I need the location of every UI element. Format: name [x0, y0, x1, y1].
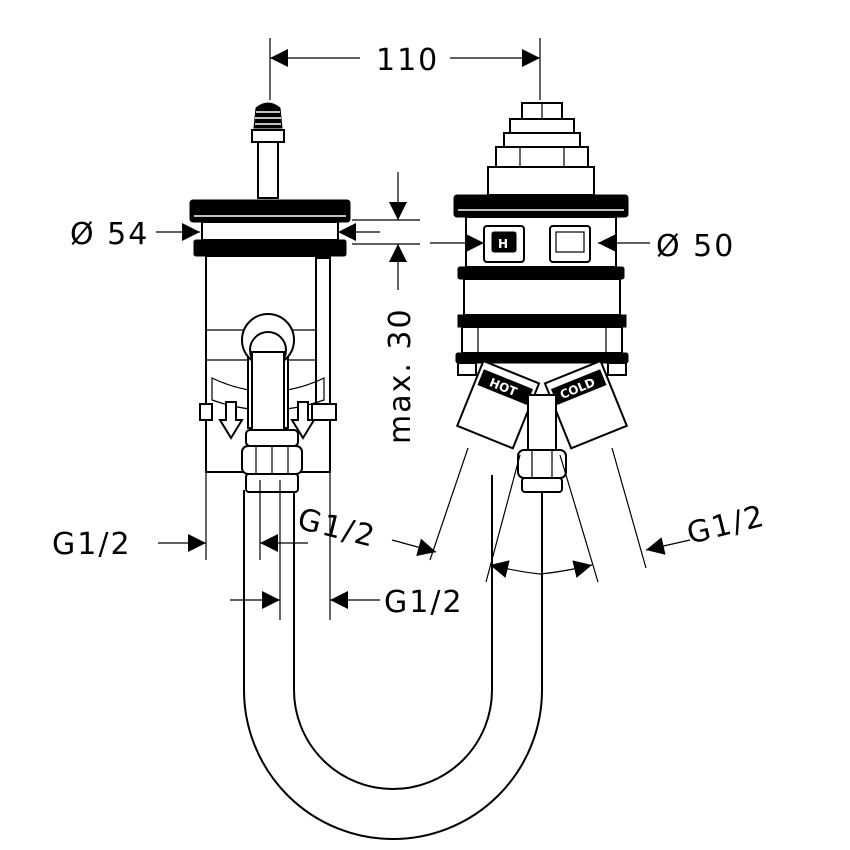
thread-label-outer-left: G1/2 [52, 527, 132, 562]
dimension-lines [156, 38, 691, 620]
dimension-diameter-54: Ø 54 [70, 217, 149, 252]
thread-label-left-outlet: G1/2 [384, 585, 464, 620]
thread-label-inner-left: G1/2 [294, 502, 380, 555]
left-valve-body [189, 102, 351, 493]
hot-mark-label: H [498, 237, 508, 251]
right-valve-body: H HOT COLD [453, 102, 629, 493]
flexible-hose [243, 475, 543, 840]
dimension-max-30: max. 30 [383, 307, 418, 444]
dimension-diameter-50: Ø 50 [656, 229, 735, 264]
dimension-110: 110 [376, 43, 439, 78]
thread-label-right: G1/2 [683, 499, 769, 552]
